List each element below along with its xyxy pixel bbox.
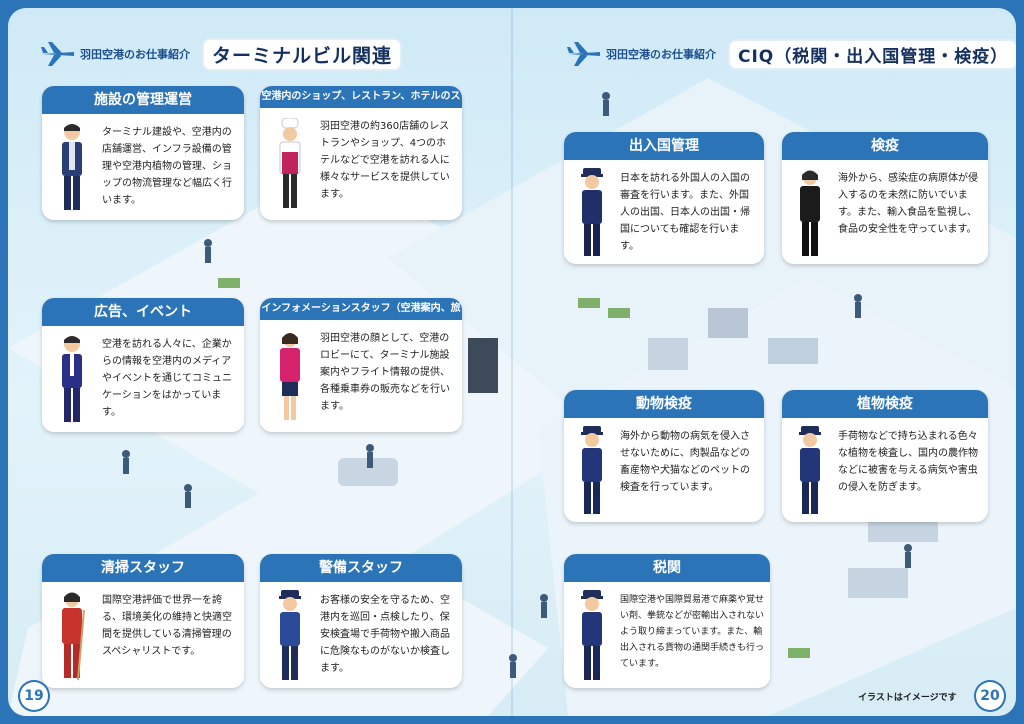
card-quarantine: 検疫 海外から、感染症の病原体が侵入するのを未然に防いでいます。また、輸入食品を… xyxy=(782,132,988,264)
card-immigration: 出入国管理 日本を訪れる外国人の入国の審査を行います。また、外国人の出国、日本人… xyxy=(564,132,764,264)
card-title: 清掃スタッフ xyxy=(42,554,244,582)
card-description: 海外から動物の病気を侵入させないために、肉製品などの畜産物や犬猫などのペットの検… xyxy=(620,431,750,493)
chef-figure-icon xyxy=(279,118,301,208)
left-header: 羽田空港のお仕事紹介 ターミナルビル関連 xyxy=(40,36,403,72)
header-subtitle: 羽田空港のお仕事紹介 xyxy=(80,48,190,61)
card-description: 空港を訪れる人々に、企業からの情報を空港内のメディアやイベントを通じてコミュニケ… xyxy=(102,339,232,418)
card-cleaning-staff: 清掃スタッフ 国際空港評価で世界一を誇る、環境美化の維持と快適空間を提供している… xyxy=(42,554,244,688)
brochure-spread: 羽田空港のお仕事紹介 ターミナルビル関連 羽田空港のお仕事紹介 CIQ（税関・出… xyxy=(8,8,1016,716)
card-description: 羽田空港の約360店舗のレストランやショップ、4つのホテルなどで空港を訪れる人に… xyxy=(320,121,450,200)
card-title: 広告、イベント xyxy=(42,298,244,326)
card-title: 施設の管理運営 xyxy=(42,86,244,114)
officer-figure-icon xyxy=(581,426,603,514)
card-shops-staff: 空港内のショップ、レストラン、ホテルのスタッフ 羽田空港の約360店舗のレストラ… xyxy=(260,86,462,220)
card-description: 日本を訪れる外国人の入国の審査を行います。また、外国人の出国、日本人の出国・帰国… xyxy=(620,173,750,252)
customs-officer-figure-icon xyxy=(581,590,603,680)
guard-figure-icon xyxy=(279,590,301,680)
card-facility-management: 施設の管理運営 ターミナル建設や、空港内の店舗運営、インフラ設備の管理や空港内植… xyxy=(42,86,244,220)
page-fold xyxy=(511,8,513,716)
airplane-icon xyxy=(41,42,74,66)
airplane-icon xyxy=(567,42,600,66)
card-title: 出入国管理 xyxy=(564,132,764,160)
card-security-staff: 警備スタッフ お客様の安全を守るため、空港内を巡回・点検したり、保安検査場で手荷… xyxy=(260,554,462,688)
card-description: 手荷物などで持ち込まれる色々な植物を検査し、国内の農作物などに被害を与える病気や… xyxy=(838,431,978,493)
card-description: ターミナル建設や、空港内の店舗運営、インフラ設備の管理や空港内植物の管理、ショッ… xyxy=(102,127,232,206)
card-customs: 税関 国際空港や国際貿易港で麻薬や覚せい剤、拳銃などが密輸出入されないよう取り締… xyxy=(564,554,770,688)
card-plant-quarantine: 植物検疫 手荷物などで持ち込まれる色々な植物を検査し、国内の農作物などに被害を与… xyxy=(782,390,988,522)
staff-figure-icon xyxy=(62,124,82,210)
card-description: 羽田空港の顔として、空港のロビーにて、ターミナル施設案内やフライト情報の提供、各… xyxy=(320,333,450,412)
card-title: 検疫 xyxy=(782,132,988,160)
cleaner-figure-icon xyxy=(62,592,85,681)
card-description: 国際空港評価で世界一を誇る、環境美化の維持と快適空間を提供している清掃管理のスペ… xyxy=(102,595,232,657)
card-description: お客様の安全を守るため、空港内を巡回・点検したり、保安検査場で手荷物や搬入商品に… xyxy=(320,595,450,674)
card-advertising-events: 広告、イベント 空港を訪れる人々に、企業からの情報を空港内のメディアやイベントを… xyxy=(42,298,244,432)
card-title: インフォメーションスタッフ（空港案内、旅客サービス） xyxy=(260,298,462,336)
card-title: 警備スタッフ xyxy=(260,554,462,582)
card-title: 空港内のショップ、レストラン、ホテルのスタッフ xyxy=(260,86,462,124)
staff-figure-icon xyxy=(62,336,82,422)
card-description: 海外から、感染症の病原体が侵入するのを未然に防いでいます。また、輸入食品を監視し… xyxy=(838,173,978,235)
officer-figure-icon xyxy=(581,168,603,256)
header-title: ターミナルビル関連 xyxy=(202,37,403,71)
quarantine-officer-figure-icon xyxy=(800,170,820,256)
header-subtitle: 羽田空港のお仕事紹介 xyxy=(606,48,716,61)
page-number-left: 19 xyxy=(20,682,48,710)
card-description: 国際空港や国際貿易港で麻薬や覚せい剤、拳銃などが密輸出入されないよう取り締まって… xyxy=(620,595,765,669)
image-disclaimer: イラストはイメージです xyxy=(858,693,957,703)
header-title: CIQ（税関・出入国管理・検疫） xyxy=(728,38,1016,70)
officer-figure-icon xyxy=(799,426,821,514)
info-staff-figure-icon xyxy=(280,333,300,420)
card-animal-quarantine: 動物検疫 海外から動物の病気を侵入させないために、肉製品などの畜産物や犬猫などの… xyxy=(564,390,764,522)
card-title: 植物検疫 xyxy=(782,390,988,418)
right-header: 羽田空港のお仕事紹介 CIQ（税関・出入国管理・検疫） xyxy=(566,36,1016,72)
card-title: 税関 xyxy=(564,554,770,582)
page-number-right: 20 xyxy=(976,682,1004,710)
card-title: 動物検疫 xyxy=(564,390,764,418)
card-information-staff: インフォメーションスタッフ（空港案内、旅客サービス） 羽田空港の顔として、空港の… xyxy=(260,298,462,432)
